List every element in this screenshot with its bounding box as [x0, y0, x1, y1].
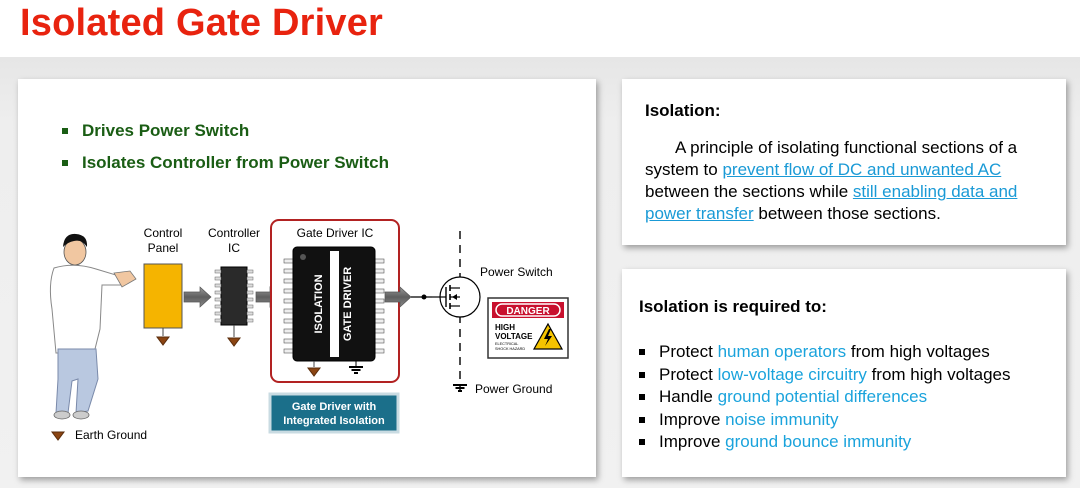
danger-sign-line: ELECTRICAL [495, 342, 518, 346]
power-ground-icon [452, 384, 468, 392]
power-ground-label: Power Ground [475, 382, 552, 396]
requirements-heading: Isolation is required to: [639, 297, 827, 316]
requirement-highlight: ground bounce immunity [725, 432, 912, 451]
isolation-definition-card: Isolation: A principle of isolating func… [622, 79, 1066, 245]
bullet-text: Isolates Controller from Power Switch [82, 153, 390, 172]
requirement-text: Protect human operators from high voltag… [659, 342, 990, 361]
danger-sign-line: SHOCK HAZARD [495, 347, 525, 351]
requirements-list: Protect human operators from high voltag… [639, 341, 1011, 454]
arrow-icon [183, 286, 212, 308]
requirement-text: Handle ground potential differences [659, 387, 928, 406]
integrated-isolation-callout: Gate Driver with Integrated Isolation [268, 392, 400, 434]
requirement-highlight: ground potential differences [717, 387, 928, 406]
operator-person-illustration [49, 233, 137, 420]
requirement-item: Improve noise immunity [639, 409, 1011, 432]
feature-bullets: Drives Power Switch Isolates Controller … [62, 121, 389, 185]
isolation-requirements-card: Isolation is required to: Protect human … [622, 269, 1066, 477]
isolation-heading: Isolation: [645, 101, 721, 120]
bullet-square-icon [639, 394, 645, 401]
bullet-square-icon [62, 160, 68, 166]
isolation-chip-label: ISOLATION [313, 274, 325, 333]
requirement-item: Improve ground bounce immunity [639, 431, 1011, 454]
svg-text:Integrated Isolation: Integrated Isolation [283, 415, 385, 427]
controller-ground-icon [227, 337, 241, 347]
earth-ground-label: Earth Ground [75, 428, 147, 442]
page-title: Isolated Gate Driver [20, 2, 384, 44]
danger-sign-line: VOLTAGE [495, 332, 533, 341]
mosfet-power-switch-icon [432, 276, 481, 318]
danger-sign-line: HIGH [495, 323, 515, 332]
arrow-icon [384, 286, 412, 308]
danger-sign-icon: DANGER HIGH VOLTAGE ELECTRICAL SHOCK HAZ… [487, 297, 569, 359]
definition-link-dc-ac[interactable]: prevent flow of DC and unwanted AC [722, 160, 1002, 179]
power-switch-label: Power Switch [480, 265, 553, 279]
svg-text:Gate Driver with: Gate Driver with [292, 401, 377, 413]
requirement-item: Protect human operators from high voltag… [639, 341, 1011, 364]
danger-sign-header: DANGER [506, 306, 550, 317]
diagram-card: Drives Power Switch Isolates Controller … [18, 79, 596, 477]
requirement-text: Improve ground bounce immunity [659, 432, 912, 451]
bullet-square-icon [639, 371, 645, 378]
isolation-definition-text: A principle of isolating functional sect… [645, 137, 1045, 225]
definition-text: between those sections. [753, 204, 941, 223]
requirement-text: Protect low-voltage circuitry from high … [659, 364, 1011, 384]
controller-ic-chip [214, 266, 254, 326]
control-panel-ground-icon [156, 336, 170, 346]
requirement-highlight: human operators [717, 342, 847, 361]
requirement-text: Improve noise immunity [659, 409, 839, 429]
requirement-item: Protect low-voltage circuitry from high … [639, 364, 1011, 387]
requirement-item: Handle ground potential differences [639, 386, 1011, 409]
definition-text: A principle of isolating functional sect… [645, 138, 1018, 179]
gate-driver-chip: ISOLATION GATE DRIVER [283, 246, 385, 362]
gate-driver-chip-label: GATE DRIVER [342, 267, 354, 341]
bullet-item: Isolates Controller from Power Switch [62, 153, 389, 173]
requirement-highlight: noise immunity [725, 409, 839, 429]
control-panel-box [143, 263, 183, 329]
bullet-square-icon [639, 439, 645, 446]
requirement-highlight: low-voltage circuitry [717, 364, 867, 384]
earth-ground-icon [51, 431, 65, 441]
bullet-square-icon [639, 416, 645, 423]
definition-link-data-power[interactable]: still enabling data and power transfer [645, 182, 1018, 223]
definition-text: between the sections while [645, 182, 853, 201]
content-panel: Drives Power Switch Isolates Controller … [0, 57, 1080, 488]
bullet-square-icon [639, 349, 645, 356]
bullet-text: Drives Power Switch [82, 121, 250, 140]
bullet-item: Drives Power Switch [62, 121, 389, 141]
bullet-square-icon [62, 128, 68, 134]
gate-driver-ic-label: Gate Driver IC [297, 226, 374, 240]
